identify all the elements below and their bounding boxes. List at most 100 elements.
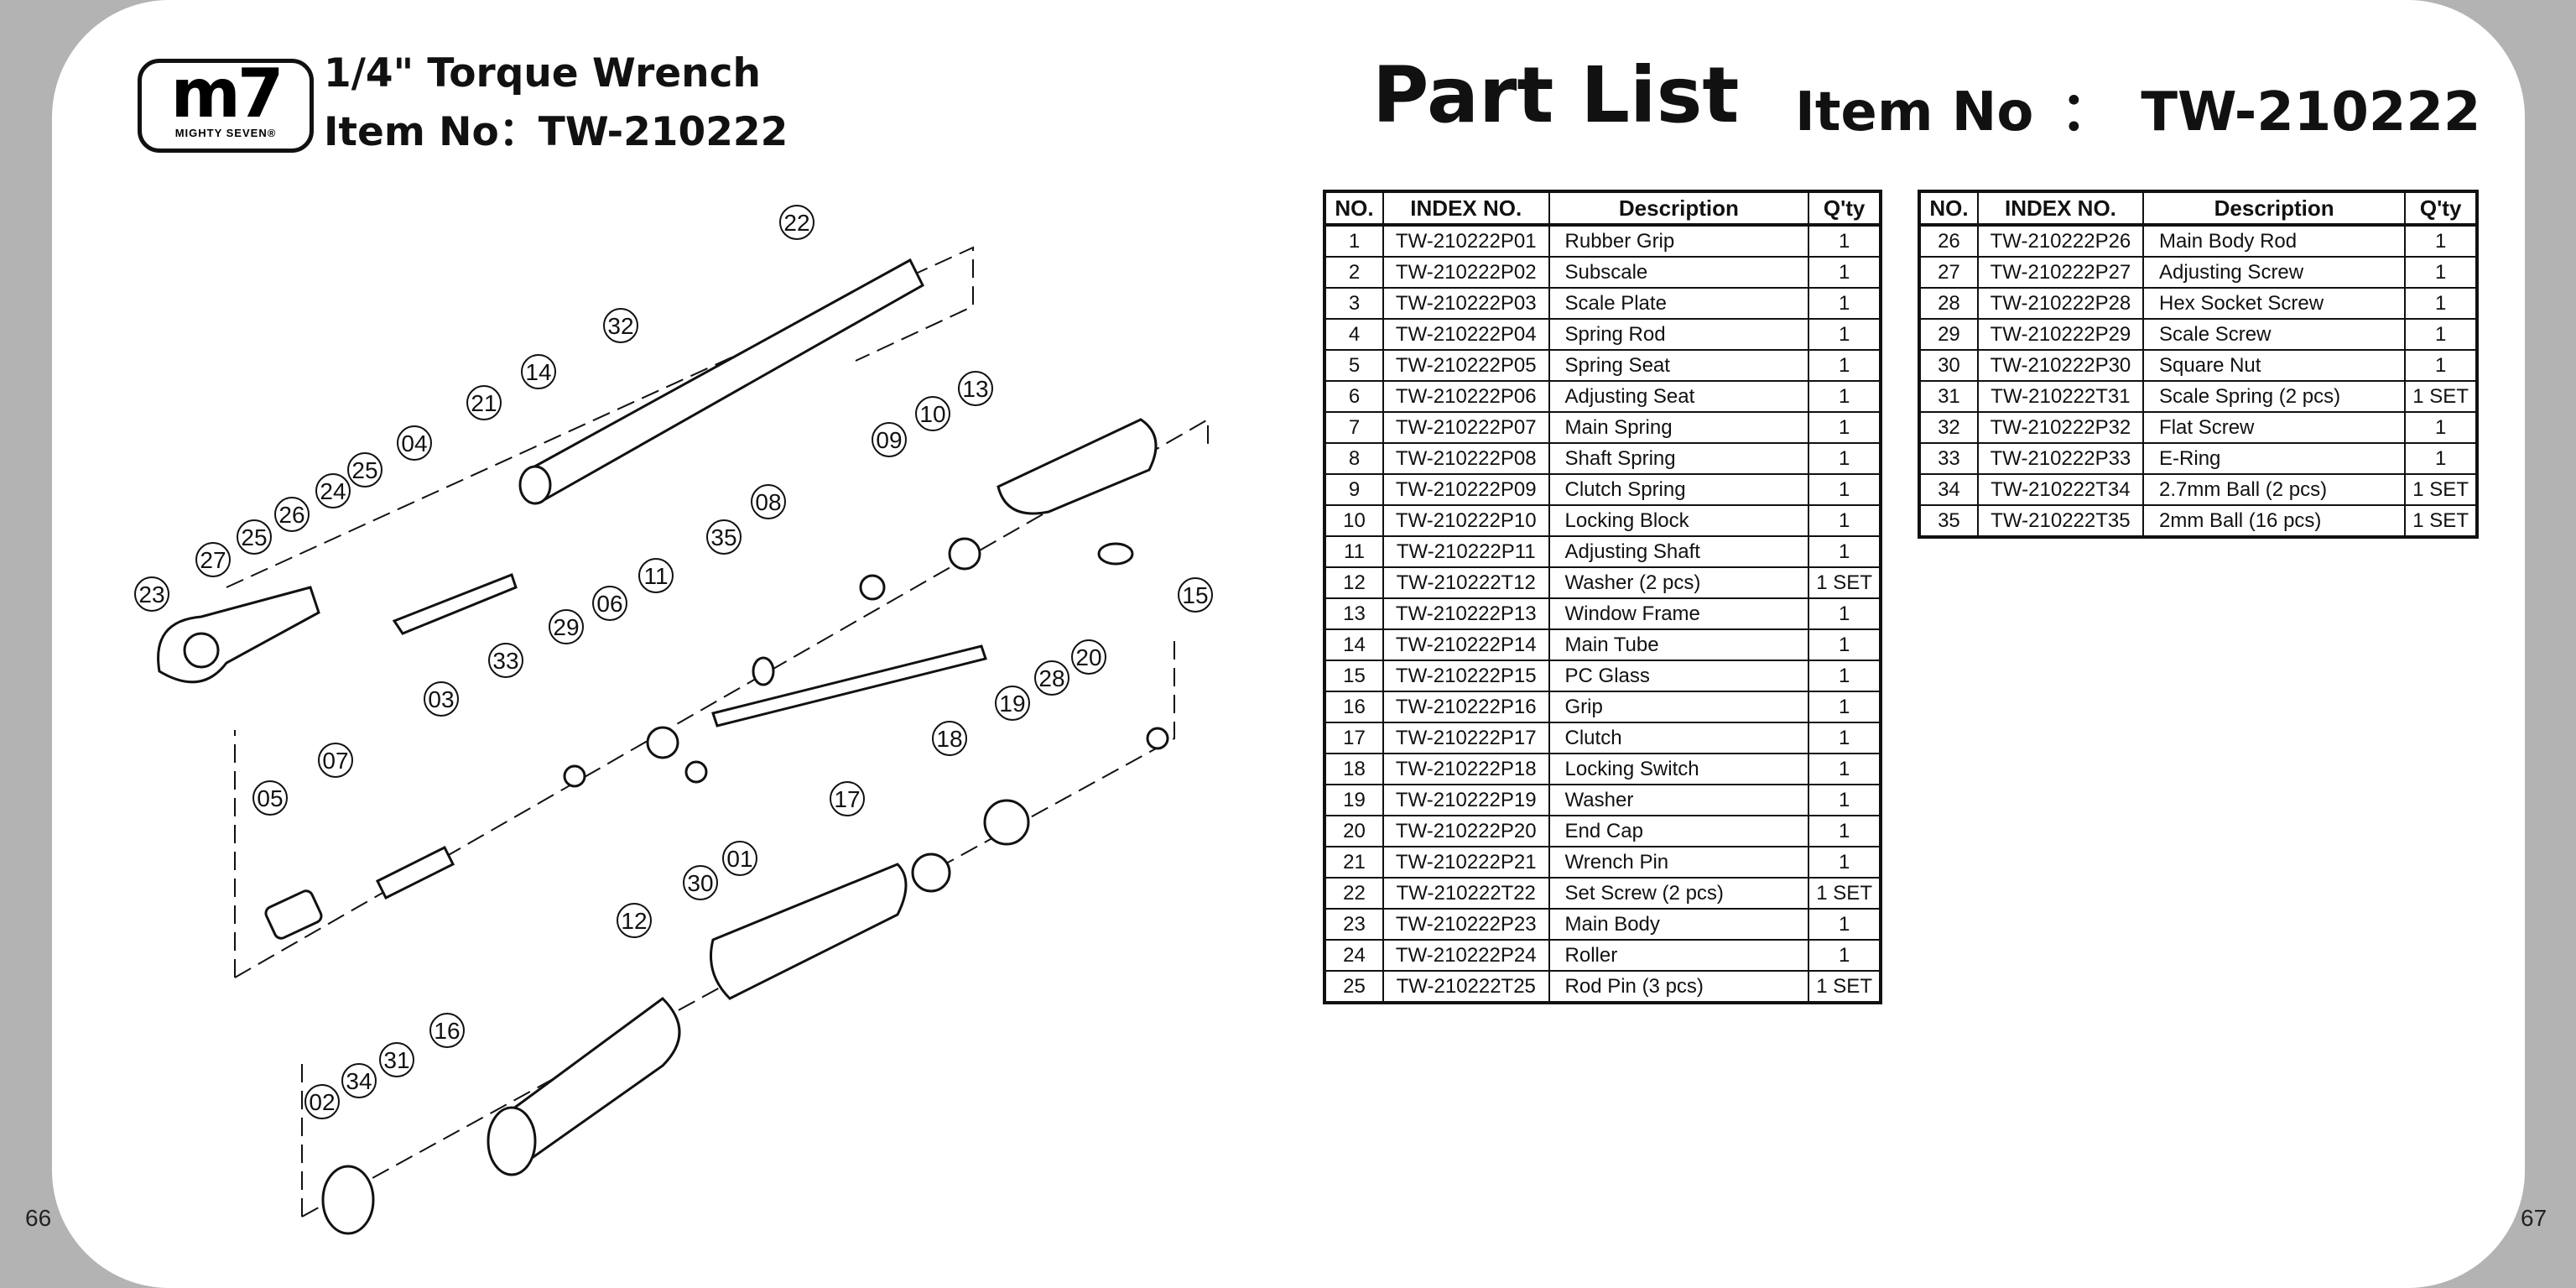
callout-label: 35 xyxy=(710,524,736,550)
callout-label: 25 xyxy=(241,524,267,550)
cell-description: Clutch xyxy=(1548,722,1810,754)
product-title: 1/4" Torque Wrench xyxy=(324,50,761,96)
cell-description: Main Spring xyxy=(1548,411,1810,444)
brand-logo: m7 MIGHTY SEVEN® xyxy=(138,59,314,153)
cell-description: Main Body Rod xyxy=(2142,224,2407,258)
cell-qty: 1 SET xyxy=(2404,473,2478,506)
cell-description: 2mm Ball (16 pcs) xyxy=(2142,504,2407,538)
callout-label: 33 xyxy=(492,648,518,674)
cell-index: TW-210222T25 xyxy=(1382,970,1550,1004)
cell-description: Grip xyxy=(1548,691,1810,723)
cell-qty: 1 xyxy=(1808,318,1881,351)
cell-qty: 1 xyxy=(1808,349,1881,382)
cell-qty: 1 xyxy=(1808,846,1881,879)
main-spring-shape xyxy=(375,845,455,900)
callout-label: 23 xyxy=(138,581,164,607)
cell-qty: 1 xyxy=(1808,535,1881,568)
cell-qty: 1 xyxy=(1808,224,1881,258)
cell-no: 27 xyxy=(1918,256,1979,289)
main-body-shape xyxy=(157,586,320,684)
cell-no: 32 xyxy=(1918,411,1979,444)
cell-no: 22 xyxy=(1324,877,1384,910)
washer-shape-2 xyxy=(684,760,708,784)
cell-qty: 1 xyxy=(1808,411,1881,444)
logo-brand-text: MIGHTY SEVEN® xyxy=(174,127,277,139)
cell-no: 1 xyxy=(1324,224,1384,258)
cell-description: Adjusting Screw xyxy=(2142,256,2407,289)
cell-qty: 1 xyxy=(1808,256,1881,289)
cell-no: 23 xyxy=(1324,908,1384,941)
scale-plate-shape xyxy=(392,573,518,635)
pc-glass-shape xyxy=(1097,542,1134,566)
product-item-number: Item No：TW-210222 xyxy=(324,109,788,155)
part-callouts xyxy=(134,205,1213,1119)
cell-no: 28 xyxy=(1918,287,1979,320)
adjusting-seat-shape xyxy=(646,726,679,759)
cell-index: TW-210222P26 xyxy=(1976,224,2145,258)
cell-description: Shaft Spring xyxy=(1548,442,1810,475)
cell-no: 19 xyxy=(1324,784,1384,816)
cell-description: Set Screw (2 pcs) xyxy=(1548,877,1810,910)
cell-index: TW-210222P14 xyxy=(1382,628,1550,661)
cell-index: TW-210222P18 xyxy=(1382,753,1550,785)
cell-index: TW-210222P07 xyxy=(1382,411,1550,444)
cell-qty: 1 xyxy=(1808,287,1881,320)
cell-no: 17 xyxy=(1324,722,1384,754)
cell-description: Flat Screw xyxy=(2142,411,2407,444)
cell-qty: 1 xyxy=(2404,442,2478,475)
cell-no: 8 xyxy=(1324,442,1384,475)
cell-qty: 1 xyxy=(2404,349,2478,382)
cell-qty: 1 xyxy=(2404,224,2478,258)
callout-label: 17 xyxy=(834,786,860,812)
cell-no: 10 xyxy=(1324,504,1384,537)
cell-description: Main Tube xyxy=(1548,628,1810,661)
cell-no: 11 xyxy=(1324,535,1384,568)
cell-qty: 1 xyxy=(1808,908,1881,941)
main-tube-end xyxy=(518,465,552,505)
cell-no: 16 xyxy=(1324,691,1384,723)
cell-qty: 1 xyxy=(1808,691,1881,723)
col-index: INDEX NO. xyxy=(1382,190,1550,227)
cell-index: TW-210222P03 xyxy=(1382,287,1550,320)
cell-description: Locking Switch xyxy=(1548,753,1810,785)
cell-no: 21 xyxy=(1324,846,1384,879)
callout-label: 04 xyxy=(401,430,427,456)
callout-label: 22 xyxy=(783,210,809,236)
ratchet-head-ring xyxy=(183,632,220,669)
cell-index: TW-210222P20 xyxy=(1382,815,1550,847)
callout-label: 07 xyxy=(322,748,348,774)
cell-no: 34 xyxy=(1918,473,1979,506)
cell-index: TW-210222P10 xyxy=(1382,504,1550,537)
cell-description: Scale Screw xyxy=(2142,318,2407,351)
callout-label: 12 xyxy=(621,908,647,934)
cell-no: 13 xyxy=(1324,597,1384,630)
cell-qty: 1 xyxy=(1808,504,1881,537)
cell-index: TW-210222P32 xyxy=(1976,411,2145,444)
item-label: Item No xyxy=(1795,81,2034,143)
cell-index: TW-210222P06 xyxy=(1382,380,1550,413)
cell-description: End Cap xyxy=(1548,815,1810,847)
callout-label: 29 xyxy=(553,614,579,640)
item-separator: ： xyxy=(2060,81,2115,143)
cell-description: Adjusting Shaft xyxy=(1548,535,1810,568)
cell-no: 18 xyxy=(1324,753,1384,785)
callout-label: 05 xyxy=(257,785,283,811)
cell-index: TW-210222P24 xyxy=(1382,939,1550,972)
clutch-shape xyxy=(911,853,951,893)
cell-index: TW-210222P15 xyxy=(1382,660,1550,692)
cell-description: Washer xyxy=(1548,784,1810,816)
adjusting-shaft-shape xyxy=(711,644,987,727)
cell-no: 25 xyxy=(1324,970,1384,1004)
cell-index: TW-210222T35 xyxy=(1976,504,2145,538)
